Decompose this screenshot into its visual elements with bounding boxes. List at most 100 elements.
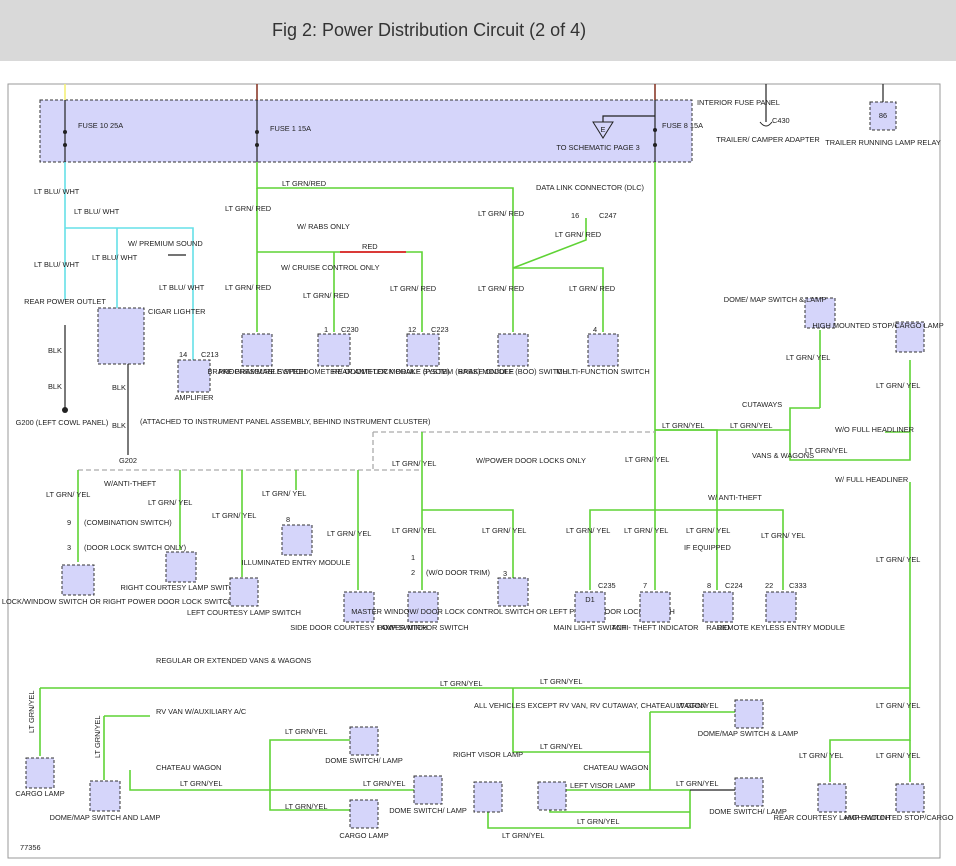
power-mirror-switch: 1 2 POWER MIRROR SWITCH [377, 553, 468, 632]
wire-label: LT GRN/YEL [285, 727, 327, 736]
dome-switch-lamp-b: DOME SWITCH/ LAMP [389, 775, 467, 815]
wire-label: LT GRN/ YEL [686, 526, 730, 535]
wire-label: LT BLU/ WHT [92, 253, 138, 262]
pin-label: 12 [408, 325, 416, 334]
power-mirror-label: POWER MIRROR SWITCH [377, 623, 468, 632]
wiring-diagram: INTERIOR FUSE PANEL FUSE 10 25A FUSE 1 1… [0, 83, 956, 859]
fuse10-label: FUSE 10 25A [78, 121, 123, 130]
cargo-lamp-mid-label: CARGO LAMP [339, 831, 388, 840]
right-power-door-lock-switch: RIGHT POWER DOOR LOCK/WINDOW SWITCH OR R… [0, 564, 233, 606]
side-door-label: SIDE DOOR COURTESY LAMP SWITCH [290, 623, 428, 632]
cigar-lighter: CIGAR LIGHTER BLK BLK G202 (ATTACHED TO … [97, 307, 430, 465]
wire-label: LT GRN/ YEL [212, 511, 256, 520]
rear-courtesy-label: REAR COURTESY LAMP SWITCH [774, 813, 891, 822]
pin-label: 4 [593, 325, 597, 334]
multi-function-label: MULTI-FUNCTION SWITCH [556, 367, 649, 376]
fuse-10: FUSE 10 25A [63, 100, 123, 162]
dome-switch-lamp-b-label: DOME SWITCH/ LAMP [389, 806, 467, 815]
vans-wagons-note: VANS & WAGONS [752, 451, 814, 460]
premium-sound-note: W/ PREMIUM SOUND [128, 239, 203, 248]
left-courtesy-lamp-switch: LEFT COURTESY LAMP SWITCH [187, 577, 301, 617]
wire-label: LT BLU/ WHT [159, 283, 205, 292]
wire-label: LT GRN/RED [282, 179, 326, 188]
wire-label: LT GRN/YEL [805, 446, 847, 455]
wire-label: LT GRN/ YEL [761, 531, 805, 540]
radio: 8 C224 RADIO [702, 581, 743, 632]
fuse-panel-label: INTERIOR FUSE PANEL [697, 98, 780, 107]
figure-id: 77356 [20, 843, 41, 852]
wire-label: LT GRN/ YEL [392, 459, 436, 468]
attached-to-ip-note: (ATTACHED TO INSTRUMENT PANEL ASSEMBLY, … [140, 417, 430, 426]
dome-map-bottom-label: DOME/MAP SWITCH AND LAMP [50, 813, 161, 822]
rear-courtesy-lamp-switch: REAR COURTESY LAMP SWITCH [774, 783, 891, 822]
cruise-only-note: W/ CRUISE CONTROL ONLY [281, 263, 380, 272]
high-mounted-lamp-top: HIGH MOUNTED STOP/CARGO LAMP [812, 321, 944, 353]
rabs-label: REAR ANTI-LOCK BRAKE SYSTEM (RABS) MODUL… [332, 367, 514, 376]
pin-label: 3 [67, 543, 71, 552]
wire-label: LT GRN/YEL [676, 779, 718, 788]
wire-label: LT GRN/ YEL [876, 751, 920, 760]
high-mount-top-label: HIGH MOUNTED STOP/CARGO LAMP [812, 321, 943, 330]
wire-label: BLK [48, 346, 62, 355]
dome-map-top-label: DOME/ MAP SWITCH & LAMP [724, 295, 827, 304]
side-door-courtesy-switch: SIDE DOOR COURTESY LAMP SWITCH [290, 591, 428, 632]
right-courtesy-label: RIGHT COURTESY LAMP SWITCH [121, 583, 240, 592]
wire-label: BLK [112, 383, 126, 392]
combination-switch-note: (COMBINATION SWITCH) [84, 518, 172, 527]
c235-label: C235 [598, 581, 616, 590]
rear-power-outlet-label: REAR POWER OUTLET [24, 297, 106, 306]
wire-label: LT GRN/ RED [478, 284, 524, 293]
wire-label: LT GRN/ YEL [482, 526, 526, 535]
cargo-lamp-left: CARGO LAMP [15, 757, 65, 798]
c247-label: C247 [599, 211, 617, 220]
psom-label: PROGRAMMABLE SPEEDOMETER/ ODOMETER MODUL… [218, 367, 449, 376]
if-equipped-note: IF EQUIPPED [684, 543, 731, 552]
wire-label: LT GRN/ YEL [799, 751, 843, 760]
wire-label: LT GRN/YEL [363, 779, 405, 788]
multi-function-switch: 4 MULTI-FUNCTION SWITCH [556, 325, 649, 376]
diagram-sheet: INTERIOR FUSE PANEL FUSE 10 25A FUSE 1 1… [0, 61, 956, 866]
wire-label: LT GRN/YEL [502, 831, 544, 840]
wire-label: LT GRN/ YEL [262, 489, 306, 498]
psom: 1 C230 PROGRAMMABLE SPEEDOMETER/ ODOMETE… [218, 325, 449, 376]
illuminated-entry-label: ILLUMINATED ENTRY MODULE [242, 558, 351, 567]
rabs-only-note: W/ RABS ONLY [297, 222, 350, 231]
rabs-module: 12 C223 REAR ANTI-LOCK BRAKE SYSTEM (RAB… [332, 325, 514, 376]
wire-label: LT GRN/ YEL [876, 381, 920, 390]
wire-label: LT GRN/YEL [27, 691, 36, 733]
chateau-wagon-note-2: CHATEAU WAGON [583, 763, 648, 772]
wire-label: LT BLU/ WHT [34, 260, 80, 269]
pin-label: 1 [324, 325, 328, 334]
high-mounted-lamp-bottom: HIGH MOUNTED STOP/CARGO LAMP [844, 783, 956, 822]
interior-fuse-panel [39, 99, 693, 163]
wire-label: LT GRN/ RED [555, 230, 601, 239]
left-visor-lamp: LEFT VISOR LAMP [537, 781, 635, 811]
wire-label: LT GRN/ YEL [625, 455, 669, 464]
wire-label: RED [362, 242, 378, 251]
wo-door-trim-note: (W/O DOOR TRIM) [426, 568, 490, 577]
fuse-8: FUSE 8 15A [653, 100, 703, 162]
pin-label: D1 [585, 595, 594, 604]
main-light-label: MAIN LIGHT SWITCH [553, 623, 626, 632]
dome-switch-lamp-a: DOME SWITCH/ LAMP [325, 726, 403, 765]
dome-map-switch-bottom: DOME/MAP SWITCH AND LAMP [50, 780, 161, 822]
high-mount-bottom-label: HIGH MOUNTED STOP/CARGO LAMP [844, 813, 956, 822]
trailer-camper-label: TRAILER/ CAMPER ADAPTER [716, 135, 820, 144]
radio-label: RADIO [706, 623, 730, 632]
rke-label: REMOTE KEYLESS ENTRY MODULE [717, 623, 845, 632]
wire-label: LT GRN/ YEL [327, 529, 371, 538]
left-courtesy-label: LEFT COURTESY LAMP SWITCH [187, 608, 301, 617]
c333-label: C333 [789, 581, 807, 590]
wire-label: LT GRN/ RED [303, 291, 349, 300]
fuse1-label: FUSE 1 15A [270, 124, 311, 133]
wire-label: LT GRN/ YEL [786, 353, 830, 362]
c224-label: C224 [725, 581, 743, 590]
wire-label: LT GRN/YEL [676, 701, 718, 710]
right-visor-label: RIGHT VISOR LAMP [453, 750, 523, 759]
amplifier: 14 C213 AMPLIFIER [174, 350, 218, 402]
all-vehicles-note: ALL VEHICLES EXCEPT RV VAN, RV CUTAWAY, … [474, 701, 706, 710]
fuse-1: FUSE 1 15A [255, 100, 311, 162]
rv-van-note: RV VAN W/AUXILIARY A/C [156, 707, 247, 716]
wire-label: LT GRN/YEL [180, 779, 222, 788]
master-window-switch: 3 MASTER WINDOW/ DOOR LOCK CONTROL SWITC… [351, 569, 675, 616]
